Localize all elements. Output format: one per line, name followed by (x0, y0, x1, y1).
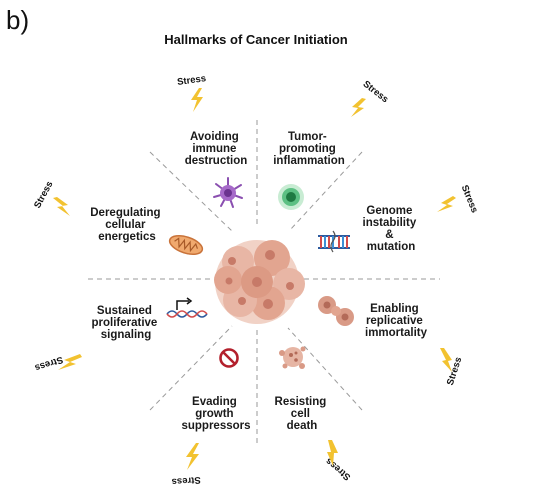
label-replicative-immortality: Enabling replicative immortality (365, 303, 428, 339)
stress-indicator: Stress (32, 179, 70, 216)
lightning-bolt-icon (53, 197, 70, 216)
diagram-title: Hallmarks of Cancer Initiation (164, 32, 348, 47)
divider-top-left (149, 151, 234, 233)
stress-label: Stress (324, 455, 353, 482)
stress-indicator: Stress (437, 184, 480, 215)
stress-indicator: Stress (440, 348, 464, 387)
lightning-bolt-icon (351, 98, 366, 117)
dna-promoter-icon (166, 297, 208, 318)
stress-indicator: Stress (171, 443, 201, 487)
dividing-cell-icon (318, 296, 354, 326)
panel-label: b) (6, 5, 29, 35)
label-tumor-promoting-inflammation: Tumor- promoting inflammation (273, 131, 345, 167)
stress-indicator: Stress (33, 354, 82, 373)
stress-indicator: Stress (176, 73, 207, 112)
apoptotic-cell-icon (279, 346, 306, 369)
stress-indicator: Stress (324, 440, 353, 482)
stress-label: Stress (33, 354, 64, 373)
tumor-mass-icon (214, 240, 305, 324)
divider-bottom-right (287, 327, 363, 411)
dna-mutation-icon (318, 230, 350, 253)
stress-label: Stress (171, 474, 201, 487)
label-resisting-cell-death: Resisting cell death (275, 396, 330, 432)
stress-label: Stress (459, 184, 480, 215)
stress-label: Stress (32, 179, 55, 210)
radial-dividers (88, 120, 440, 445)
stress-indicator: Stress (351, 79, 390, 117)
prohibition-icon (219, 348, 239, 368)
stress-label: Stress (361, 79, 391, 106)
label-evading-growth-suppressors: Evading growth suppressors (181, 396, 250, 432)
stress-label: Stress (176, 73, 206, 88)
label-avoiding-immune-destruction: Avoiding immune destruction (185, 131, 248, 167)
lightning-bolt-icon (437, 196, 456, 212)
label-genome-instability: Genome instability & mutation (363, 205, 420, 253)
lightning-bolt-icon (327, 440, 338, 466)
inflamed-cell-icon (278, 184, 304, 210)
immune-cell-icon (213, 177, 243, 208)
lightning-bolt-icon (58, 354, 82, 370)
label-deregulating-cellular-energetics: Deregulating cellular energetics (90, 207, 164, 243)
mitochondrion-icon (168, 235, 204, 255)
label-sustained-proliferative-signaling: Sustained proliferative signaling (91, 305, 160, 341)
lightning-bolt-icon (440, 348, 452, 372)
divider-bottom-left (149, 325, 233, 411)
lightning-bolt-icon (191, 88, 203, 112)
lightning-bolt-icon (186, 443, 199, 470)
